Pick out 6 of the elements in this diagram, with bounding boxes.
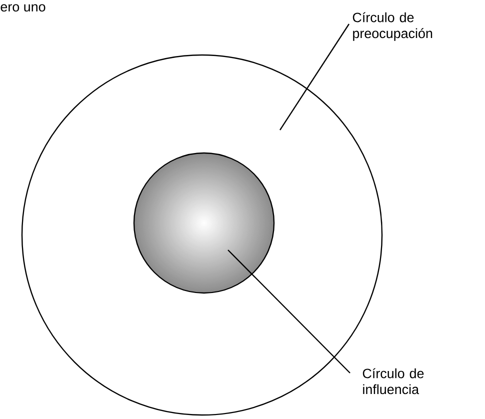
leader-label: Círculo de preocupación	[352, 12, 432, 41]
leader-label: Círculo de influencia	[362, 368, 424, 394]
text-fragment: ero uno	[0, 4, 46, 12]
inner-circle	[133, 152, 275, 294]
leader-line	[280, 24, 350, 130]
leader-line	[228, 250, 350, 374]
